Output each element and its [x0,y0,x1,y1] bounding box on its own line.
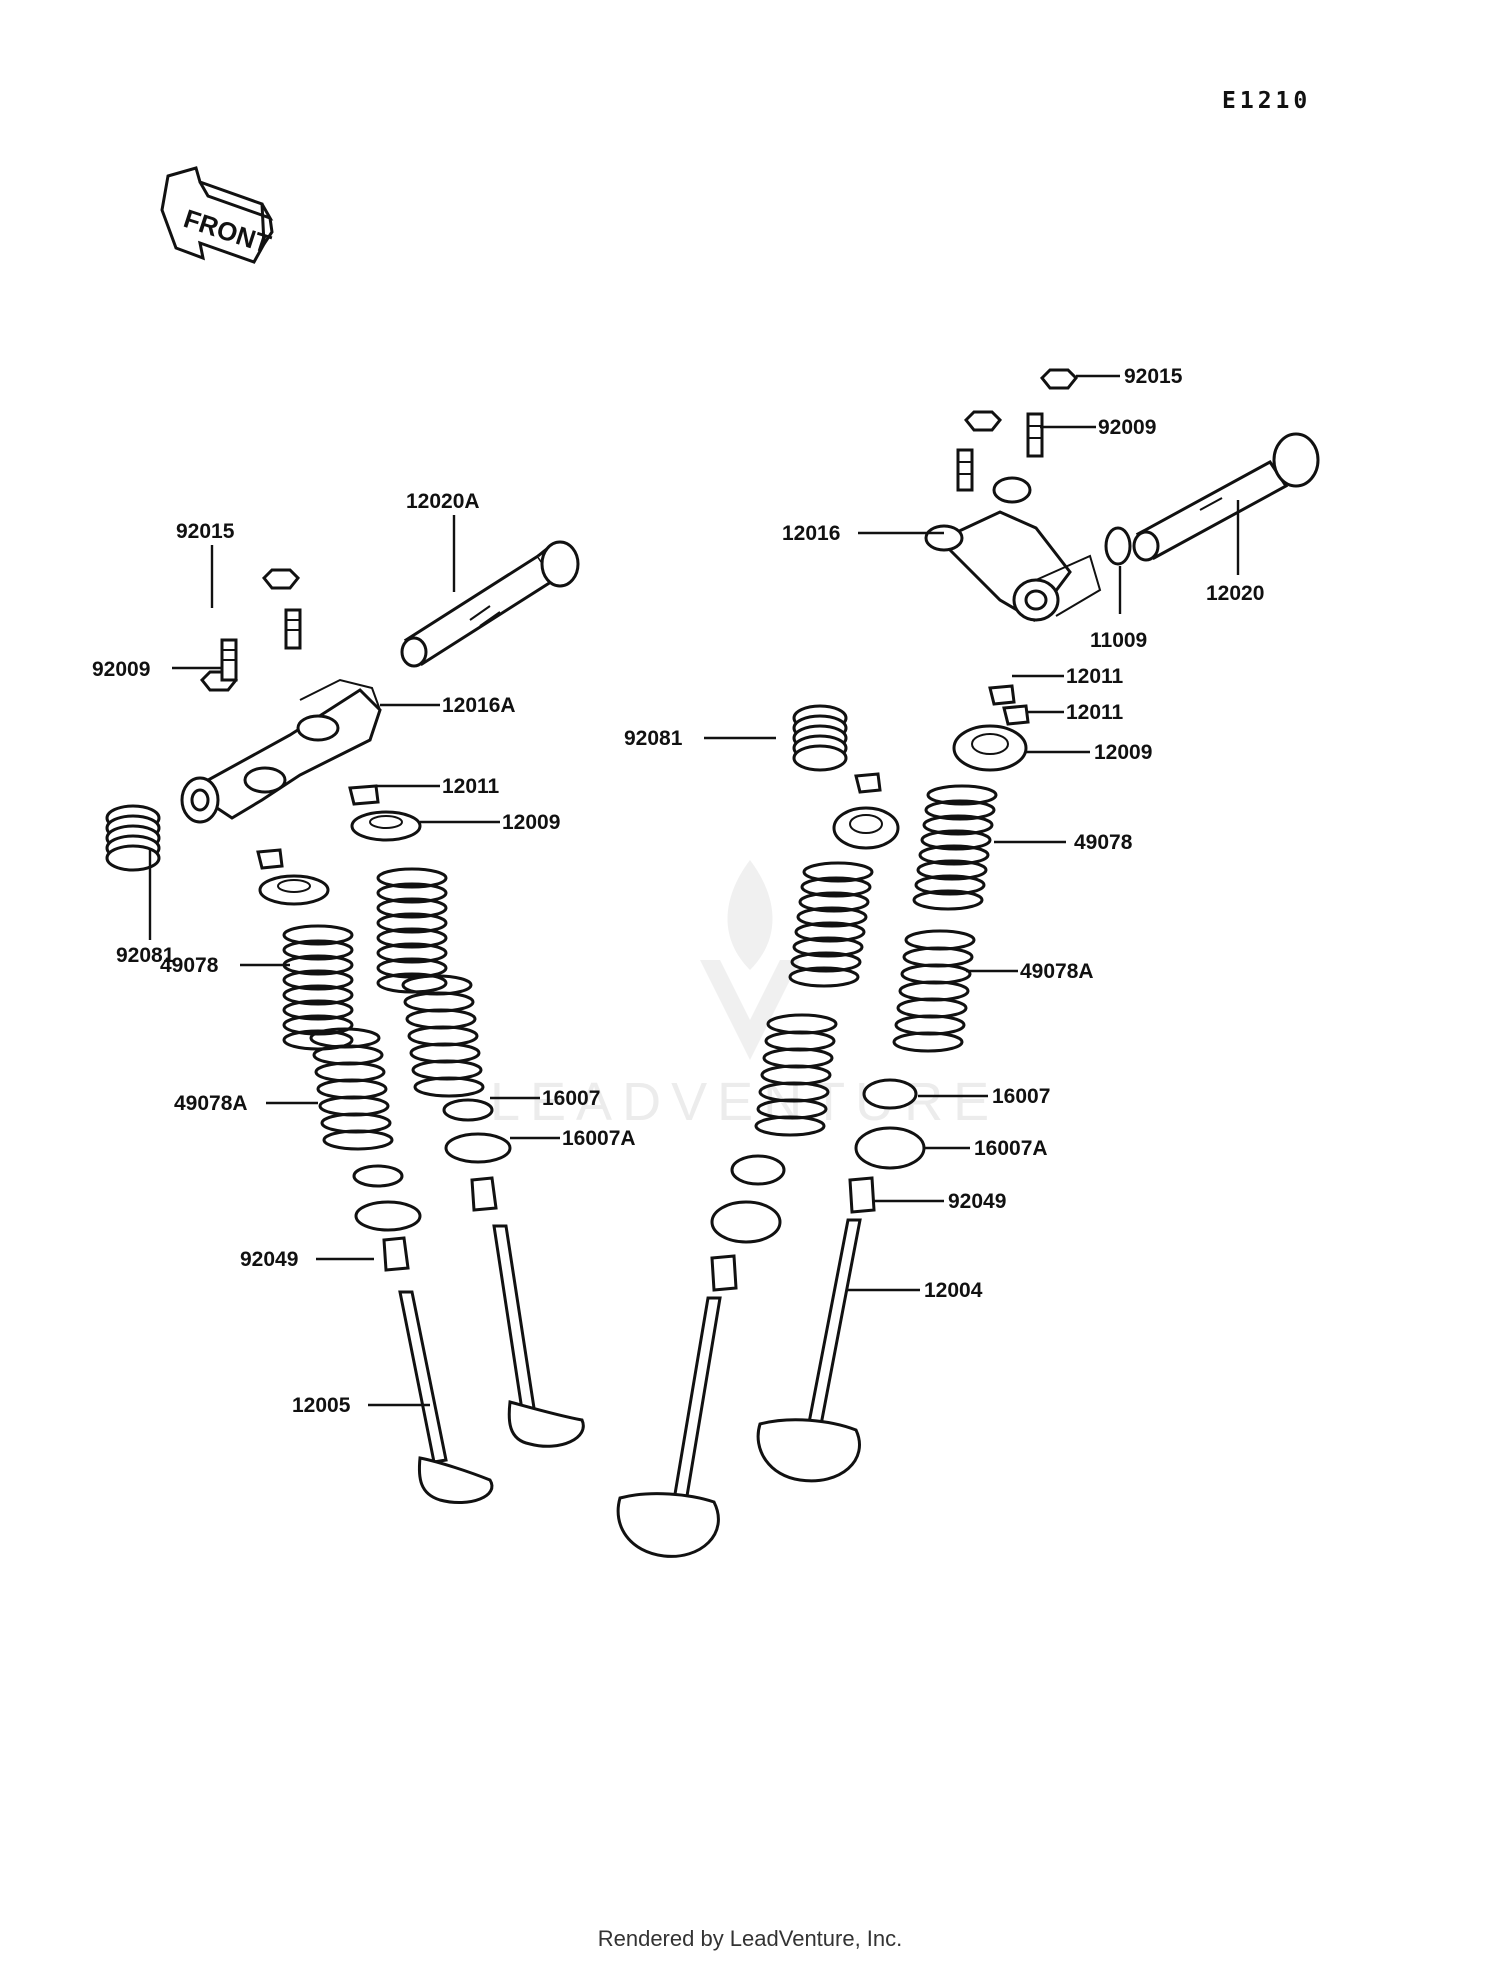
label-92015: 92015 [176,520,235,543]
rocker-shaft-12020A [400,540,580,668]
label-16007A: 16007A [562,1127,636,1150]
washer-11009 [1104,526,1132,566]
label-12011: 12011 [1066,701,1124,724]
label-92081: 92081 [624,727,683,750]
label-16007: 16007 [542,1087,600,1110]
label-49078: 49078 [160,954,219,977]
spring-seats [710,1078,926,1244]
label-92015: 92015 [1124,365,1183,388]
part-labels: 92015 92009 12020A 12016A 12011 12009 92… [92,365,1264,1417]
label-92049: 92049 [948,1190,1006,1213]
stem-seal-92049 [710,1176,876,1292]
label-92009: 92009 [92,658,150,681]
left-valve-assembly [105,540,585,1505]
valve-12004 [616,1218,862,1558]
render-credit: Rendered by LeadVenture, Inc. [597,1926,903,1951]
label-12005: 12005 [292,1394,351,1417]
collet-12011 [348,784,380,806]
front-arrow-icon: FRONT [160,166,275,264]
valve-12005 [398,1224,585,1505]
label-11009: 11009 [1090,629,1147,652]
collet-12011 [988,684,1016,706]
rocker-spring-92081 [105,804,161,872]
label-92049: 92049 [240,1248,298,1271]
label-12009: 12009 [502,811,560,834]
retainer-12009 [832,724,1028,850]
adjusting-nuts [199,568,302,692]
retainer-12009 [258,810,422,906]
label-16007: 16007 [992,1085,1050,1108]
label-16007A: 16007A [974,1137,1048,1160]
diagram-id: E1210 [1222,88,1311,114]
label-49078A: 49078A [174,1092,248,1115]
label-92081: 92081 [116,944,175,967]
leader-lines [148,374,1240,1407]
collet-12011 [256,848,284,870]
label-12020A: 12020A [406,490,480,513]
collet-12011 [1002,704,1030,726]
collet-12011 [854,772,882,794]
label-12004: 12004 [924,1279,983,1302]
rocker-arm-12016 [924,476,1102,622]
label-12011: 12011 [1066,665,1124,688]
adjusting-nuts [956,368,1079,492]
rocker-spring-92081 [792,704,848,772]
label-49078: 49078 [1074,831,1133,854]
label-12020: 12020 [1206,582,1264,605]
label-92009: 92009 [1098,416,1156,439]
rocker-shaft-12020 [1132,432,1320,562]
label-49078A: 49078A [1020,960,1094,983]
label-12009: 12009 [1094,741,1152,764]
right-valve-assembly [616,368,1320,1558]
label-12016A: 12016A [442,694,516,717]
stem-seal-92049 [382,1176,498,1272]
spring-seats [352,1098,512,1232]
rocker-arm-12016A [180,678,382,824]
label-12011: 12011 [442,775,500,798]
label-12016: 12016 [782,522,840,545]
